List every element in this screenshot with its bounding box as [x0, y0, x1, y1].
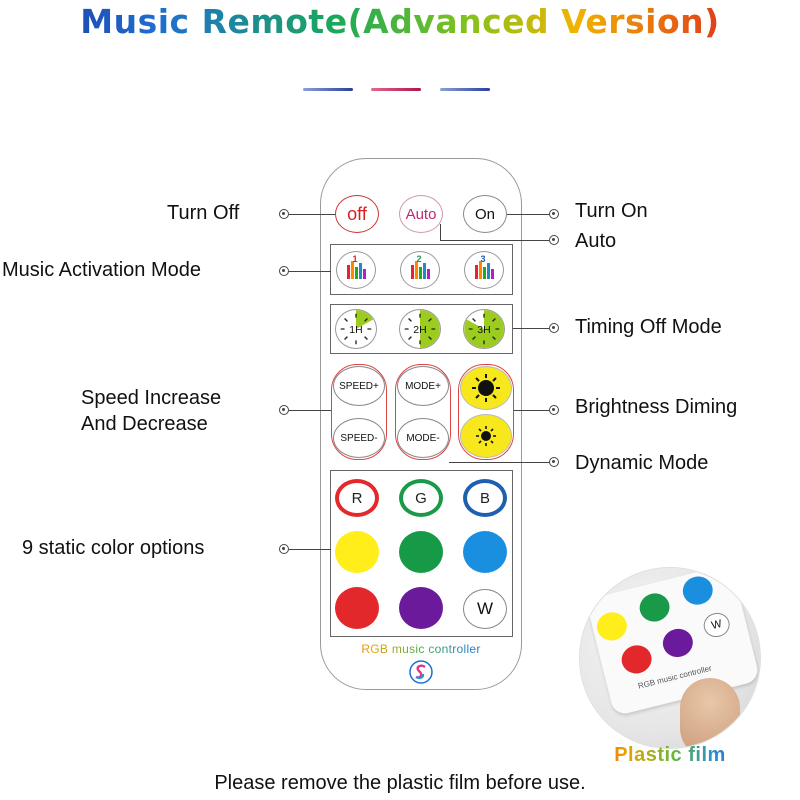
- page-title: Music Remote(Advanced Version): [0, 2, 800, 41]
- timing-off-label: Timing Off Mode: [575, 316, 722, 338]
- mode-up-button[interactable]: MODE+: [397, 366, 449, 406]
- on-button-label: On: [474, 205, 495, 223]
- red-label: R: [351, 489, 363, 507]
- brightness-connector: [549, 405, 559, 415]
- equalizer-icon: 3: [475, 254, 494, 279]
- speed-up-label: SPEED+: [339, 380, 379, 392]
- sky-blue-button[interactable]: [463, 531, 507, 573]
- speed-connector: [279, 405, 289, 415]
- white-button[interactable]: W: [463, 589, 507, 629]
- sun-small-icon: [476, 426, 496, 446]
- dark-red-button[interactable]: [335, 587, 379, 629]
- controller-brand-text: RGB music controller: [320, 642, 522, 656]
- equalizer-icon: 2: [411, 254, 430, 279]
- auto-connector: [549, 235, 559, 245]
- music-activation-label: Music Activation Mode: [2, 259, 201, 281]
- timer-1h-button[interactable]: 1H: [335, 309, 377, 349]
- brand-logo: [409, 660, 433, 684]
- timer-1h-label: 1H: [349, 325, 362, 336]
- clock-icon: 2H: [404, 310, 440, 348]
- s-logo-icon: [409, 660, 433, 684]
- brightness-label: Brightness Diming: [575, 396, 738, 418]
- music-mode-2-number: 2: [416, 254, 421, 264]
- brightness-pill: [458, 364, 514, 460]
- speed-label-line1: Speed Increase: [81, 387, 222, 409]
- blue-label: B: [479, 489, 490, 507]
- auto-button-label: Auto: [405, 205, 437, 223]
- speed-line: [289, 410, 331, 411]
- brightness-down-button[interactable]: [460, 414, 512, 458]
- speed-down-button[interactable]: SPEED-: [333, 418, 385, 458]
- film-red-dot: [618, 642, 655, 677]
- sun-large-icon: [472, 374, 500, 402]
- film-white-label: W: [710, 617, 724, 633]
- title-underline-3: [440, 88, 490, 91]
- mode-down-button[interactable]: MODE-: [397, 418, 449, 458]
- film-yellow-dot: [593, 609, 630, 644]
- title-underline-2: [371, 88, 421, 91]
- purple-button[interactable]: [399, 587, 443, 629]
- music-mode-2-button[interactable]: 2: [400, 251, 440, 289]
- clock-icon: 1H: [340, 310, 374, 345]
- turn-off-line: [289, 214, 335, 215]
- timing-off-connector: [549, 323, 559, 333]
- plastic-film-caption: Plastic film: [580, 744, 760, 767]
- speed-pill: [331, 364, 387, 460]
- brightness-up-button[interactable]: [460, 366, 512, 410]
- film-blue-dot: [679, 573, 716, 608]
- film-purple-dot: [659, 625, 696, 661]
- off-button[interactable]: off: [335, 195, 379, 233]
- music-mode-1-button[interactable]: 1: [336, 251, 376, 289]
- blue-button[interactable]: B: [463, 479, 507, 517]
- green-label: G: [415, 489, 427, 507]
- speed-down-label: SPEED-: [340, 432, 378, 444]
- timing-off-line: [513, 328, 549, 329]
- yellow-button[interactable]: [335, 531, 379, 573]
- red-button[interactable]: R: [335, 479, 379, 517]
- auto-label: Auto: [575, 230, 617, 252]
- mode-pill: [395, 364, 451, 460]
- on-button[interactable]: On: [463, 195, 507, 233]
- static-colors-label: 9 static color options: [22, 537, 205, 559]
- dynamic-connector: [549, 457, 559, 467]
- speed-label-line2: And Decrease: [81, 413, 208, 435]
- music-activation-connector: [279, 266, 289, 276]
- green-button[interactable]: G: [399, 479, 443, 517]
- footer-note: Please remove the plastic film before us…: [214, 772, 586, 794]
- dynamic-label: Dynamic Mode: [575, 452, 709, 474]
- music-mode-3-number: 3: [480, 254, 485, 264]
- turn-on-line: [507, 214, 549, 215]
- mode-down-label: MODE-: [406, 432, 440, 444]
- speed-up-button[interactable]: SPEED+: [333, 366, 385, 406]
- dynamic-line: [449, 462, 549, 463]
- turn-off-connector: [279, 209, 289, 219]
- music-mode-3-button[interactable]: 3: [464, 251, 504, 289]
- mid-green-button[interactable]: [399, 531, 443, 573]
- thumb: [680, 678, 740, 748]
- static-colors-line: [289, 549, 331, 550]
- white-label: W: [476, 599, 494, 618]
- film-green-dot: [636, 590, 673, 625]
- film-white-dot: W: [701, 610, 733, 640]
- turn-on-label: Turn On: [575, 200, 648, 222]
- off-button-label: off: [347, 203, 367, 224]
- plastic-film-photo: W RGB music controller: [580, 568, 760, 748]
- static-colors-connector: [279, 544, 289, 554]
- title-underline-1: [303, 88, 353, 91]
- music-activation-line: [289, 271, 331, 272]
- auto-line: [440, 240, 549, 241]
- auto-line-vertical: [440, 224, 441, 240]
- timer-2h-button[interactable]: 2H: [399, 309, 441, 349]
- timer-3h-button[interactable]: 3H: [463, 309, 505, 349]
- clock-icon: 3H: [464, 310, 504, 348]
- auto-button[interactable]: Auto: [399, 195, 443, 233]
- timer-2h-label: 2H: [413, 325, 426, 336]
- timer-3h-label: 3H: [477, 325, 490, 336]
- brightness-line: [514, 410, 549, 411]
- turn-off-label: Turn Off: [167, 202, 240, 224]
- turn-on-connector: [549, 209, 559, 219]
- mode-up-label: MODE+: [405, 380, 441, 392]
- equalizer-icon: 1: [347, 254, 366, 279]
- music-mode-1-number: 1: [352, 254, 357, 264]
